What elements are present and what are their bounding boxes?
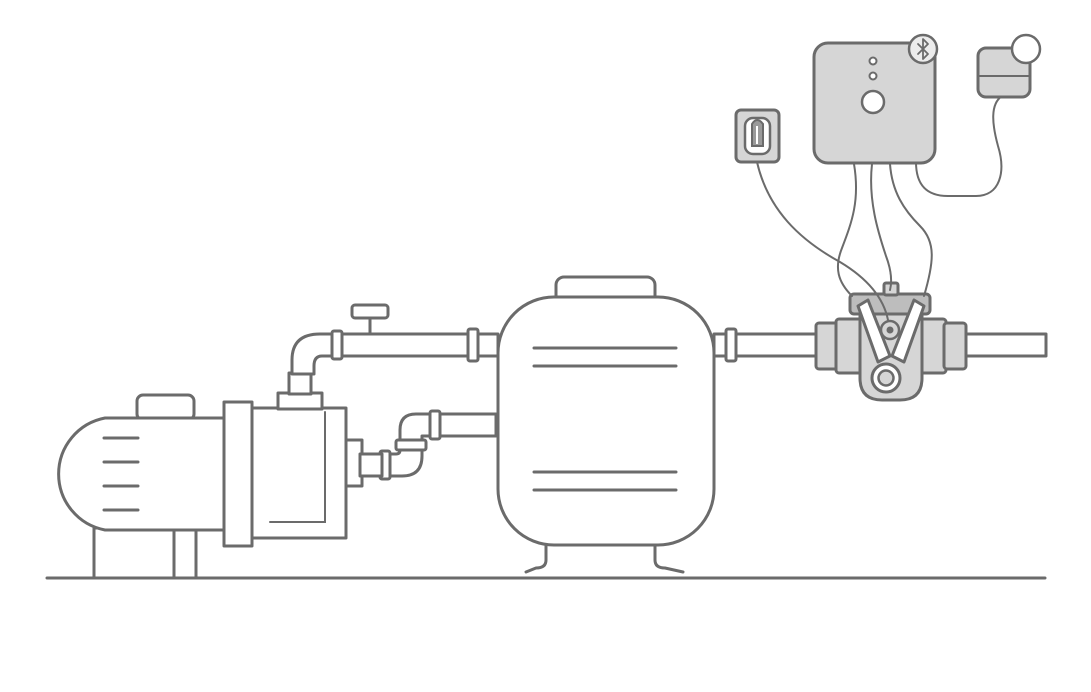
outlet-pipe: [712, 327, 1048, 363]
cable-controller-to-valve-1: [836, 163, 858, 297]
pump-inlet-pipe: [358, 452, 384, 478]
tank-body: [496, 295, 716, 547]
sensor-knob: [1010, 33, 1042, 65]
lower-pipe-horizontal: [436, 412, 498, 438]
outlet-pipe-collar: [724, 327, 738, 363]
valve-handle: [350, 303, 390, 320]
outlet-pipe-segment-2: [960, 332, 1048, 358]
wall-outlet: [734, 108, 781, 164]
valve-ring-inner: [877, 369, 895, 387]
sensor-device: [976, 33, 1042, 99]
cables: [756, 95, 1003, 321]
controller-led-1: [868, 56, 878, 66]
valve-arm-left: [856, 298, 892, 364]
pump-body: [250, 406, 348, 540]
controller-button: [860, 89, 886, 115]
pump-top-collar: [287, 371, 313, 396]
motor-leg-left: [92, 526, 176, 580]
cable-controller-to-sensor: [915, 95, 1003, 197]
valve-sensor-inner: [886, 326, 894, 334]
pump-motor: [57, 393, 254, 580]
motor-body: [57, 416, 226, 532]
controller-box: [812, 33, 939, 165]
valve-arm-right: [890, 298, 926, 364]
bluetooth-icon: [917, 38, 929, 60]
valve-union-left-inner: [834, 317, 864, 375]
valve-union-right-inner: [918, 317, 948, 375]
tank-leg-right: [653, 536, 685, 574]
filter-tank: [496, 275, 716, 574]
controller-led-2: [868, 71, 878, 81]
lower-pipe-down: [386, 448, 424, 478]
motor-flange: [222, 400, 254, 548]
upper-pipe-collar-1: [330, 329, 344, 361]
lower-pipe: [358, 409, 498, 481]
motor-terminal-box: [135, 393, 196, 422]
motor-leg-right: [172, 526, 198, 580]
lower-elbow: [398, 412, 432, 442]
cable-outlet-to-valve: [756, 161, 889, 321]
pump-body-inner: [269, 411, 326, 523]
upper-pipe-collar-2: [466, 327, 480, 363]
valve-union-right-outer: [942, 321, 968, 371]
pump-housing: [250, 371, 364, 540]
upper-elbow: [290, 332, 338, 376]
smart-valve: [814, 281, 968, 402]
cable-controller-to-valve-3: [889, 163, 933, 297]
cable-controller-to-valve-2: [870, 163, 893, 291]
upper-pipe: [290, 303, 500, 376]
tank-leg-left: [524, 536, 548, 574]
